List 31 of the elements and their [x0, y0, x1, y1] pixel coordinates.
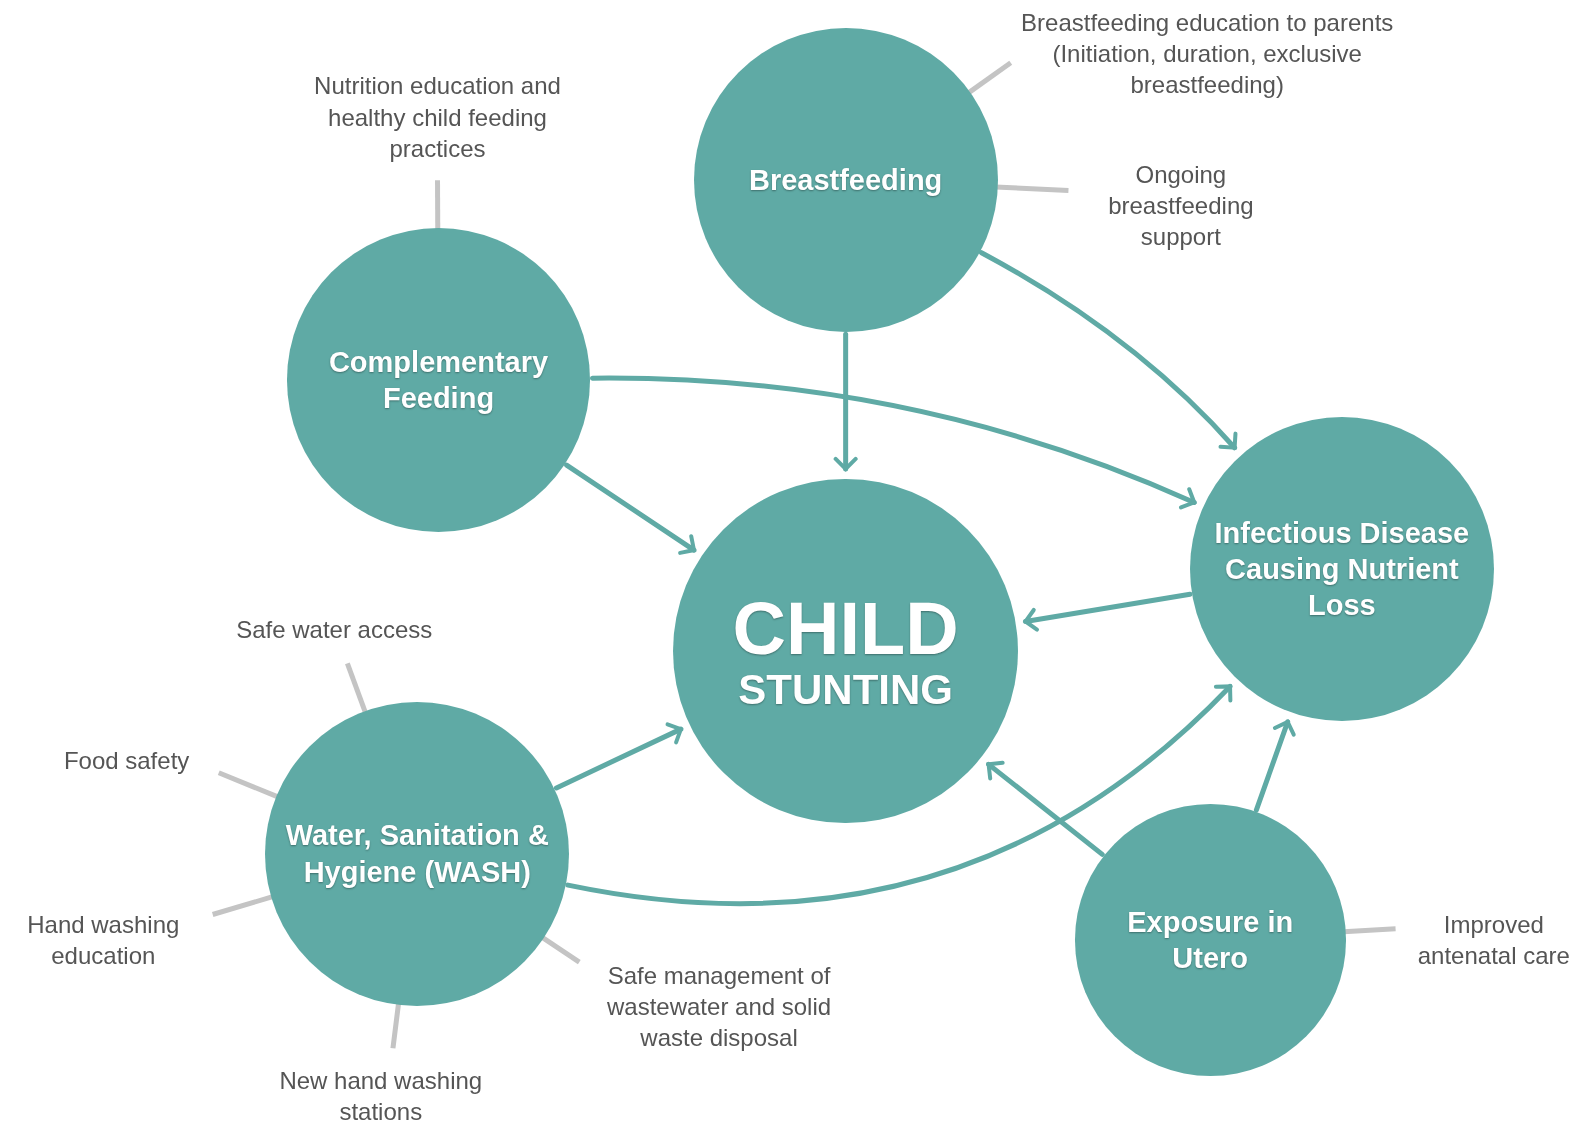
annotation-text: Hand washing education: [2, 908, 205, 971]
annotation-text: Breastfeeding education to parents (Initiation, duration, exclusive breastfeeding): [1014, 6, 1400, 101]
annotation-text: Food safety: [40, 745, 213, 777]
arrow: [979, 250, 1238, 451]
arrow: [1023, 591, 1193, 632]
leader-line: [435, 180, 441, 230]
arrow: [986, 760, 1105, 857]
node-label: Exposure in Utero: [1126, 904, 1295, 976]
node-label: Water, Sanitation & Hygiene (WASH): [284, 818, 550, 890]
node-label: Infectious Disease Causing Nutrient Loss: [1213, 515, 1471, 624]
node-label: Breastfeeding: [748, 163, 943, 199]
annotation-text: Ongoing breastfeeding support: [1079, 158, 1283, 253]
node-label: Complementary Feeding: [327, 344, 550, 416]
annotation-text: Improved antenatal care: [1397, 908, 1588, 971]
node-label: STUNTING: [738, 668, 953, 713]
leader-line: [540, 935, 581, 965]
node-label: CHILD: [732, 590, 959, 668]
leader-line: [966, 60, 1013, 96]
arrow: [1253, 719, 1296, 813]
annotation-text: Safe management of wastewater and solid waste disposal: [582, 959, 856, 1054]
leader-line: [995, 184, 1069, 193]
arrow: [564, 462, 697, 555]
leader-line: [390, 1002, 402, 1049]
arrow: [553, 722, 684, 791]
leader-line: [345, 662, 368, 714]
arrow: [833, 331, 858, 472]
annotation-text: New hand washing stations: [264, 1064, 498, 1127]
arrow: [565, 683, 1233, 906]
annotation-text: Nutrition education and healthy child feeding practices: [305, 70, 570, 165]
annotation-text: Safe water access: [202, 614, 466, 646]
arrow: [589, 375, 1197, 510]
